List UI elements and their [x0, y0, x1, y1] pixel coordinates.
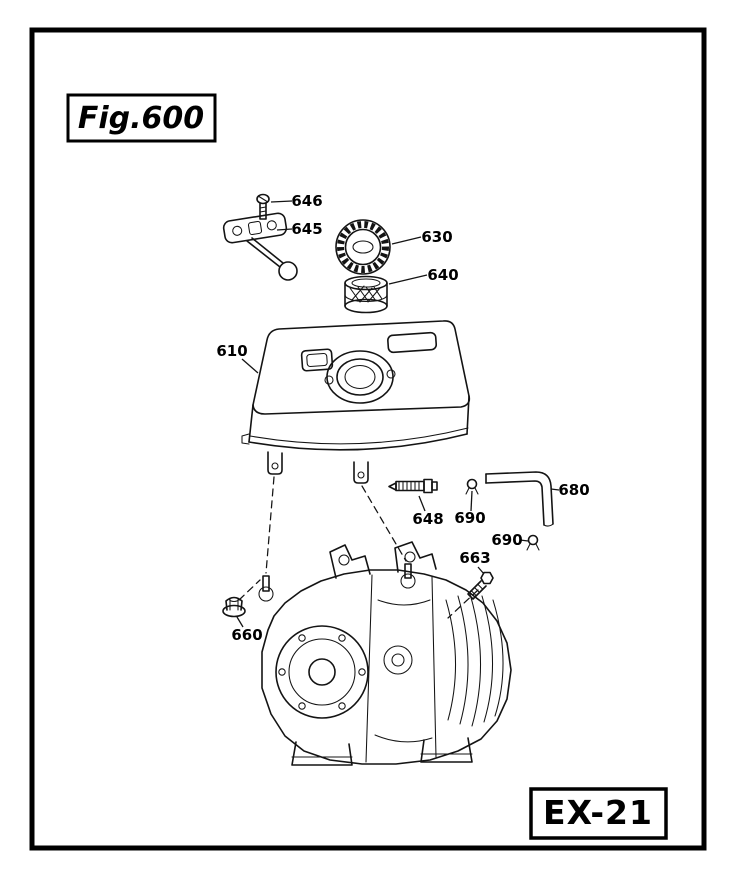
figure-label-box — [66, 93, 217, 143]
lever-knob — [278, 261, 298, 281]
thread-hatch — [398, 481, 420, 491]
callout-646: 646 — [270, 192, 323, 210]
page-border — [29, 27, 707, 851]
cylinder-fins — [445, 593, 504, 727]
callout-label-690-upper: 690 — [454, 509, 485, 527]
part-fuel-cock-648 — [388, 478, 438, 494]
callout-label-610: 610 — [216, 342, 247, 360]
callout-label-645: 645 — [291, 220, 322, 238]
model-code: EX-21 — [543, 793, 653, 832]
figure-title: Fig.600 — [78, 101, 204, 136]
callout-660: 660 — [231, 616, 263, 644]
engine-assembly — [258, 541, 512, 766]
cover-bolts — [278, 634, 366, 710]
part-clip-690-lower — [526, 534, 540, 551]
callouts: 646 645 630 640 610 648 690 680 — [216, 192, 589, 644]
engine-foot-right — [420, 737, 473, 763]
callout-690-lower: 690 — [491, 531, 529, 549]
callout-610: 610 — [216, 342, 259, 374]
model-label: EX-21 — [529, 787, 668, 840]
assembly-guide-lines — [238, 476, 479, 619]
callout-label-663: 663 — [459, 549, 490, 567]
part-clip-690-upper — [465, 478, 479, 495]
callout-label-680: 680 — [558, 481, 589, 499]
callout-label-646: 646 — [291, 192, 322, 210]
part-fuel-cap-630 — [335, 219, 391, 275]
callout-690-upper: 690 — [454, 490, 486, 527]
callout-663: 663 — [459, 549, 491, 575]
part-fuel-tank-610 — [241, 320, 471, 484]
part-bracket-645 — [222, 212, 298, 281]
part-nut-660 — [222, 596, 246, 618]
callout-label-640: 640 — [427, 266, 458, 284]
model-label-box — [529, 787, 668, 840]
tank-mount-tab-left — [267, 451, 283, 475]
callout-630: 630 — [391, 228, 453, 246]
part-fuel-hose-680 — [485, 471, 554, 527]
callout-label-648: 648 — [412, 510, 443, 528]
filler-boss — [326, 350, 394, 404]
tank-emboss-left — [300, 348, 334, 372]
mount-stud-right — [400, 563, 416, 589]
strainer-mesh — [349, 285, 383, 303]
engine-foot-left — [291, 741, 353, 766]
crankcase-cover — [275, 625, 369, 719]
callout-645: 645 — [276, 220, 323, 238]
part-strainer-640 — [344, 275, 388, 314]
tank-mount-tab-center — [353, 461, 369, 484]
figure-label: Fig.600 — [66, 93, 217, 143]
fuel-cap-knurl — [337, 221, 389, 273]
callout-640: 640 — [388, 266, 459, 285]
callout-label-660: 660 — [231, 626, 262, 644]
callout-648: 648 — [412, 495, 444, 528]
lift-bracket-right — [394, 541, 437, 573]
callout-label-630: 630 — [421, 228, 452, 246]
callout-label-690-lower: 690 — [491, 531, 522, 549]
lift-bracket-left — [329, 544, 371, 579]
callout-680: 680 — [550, 481, 590, 499]
tank-emboss-right — [387, 331, 438, 354]
mount-stud-left — [258, 575, 274, 602]
